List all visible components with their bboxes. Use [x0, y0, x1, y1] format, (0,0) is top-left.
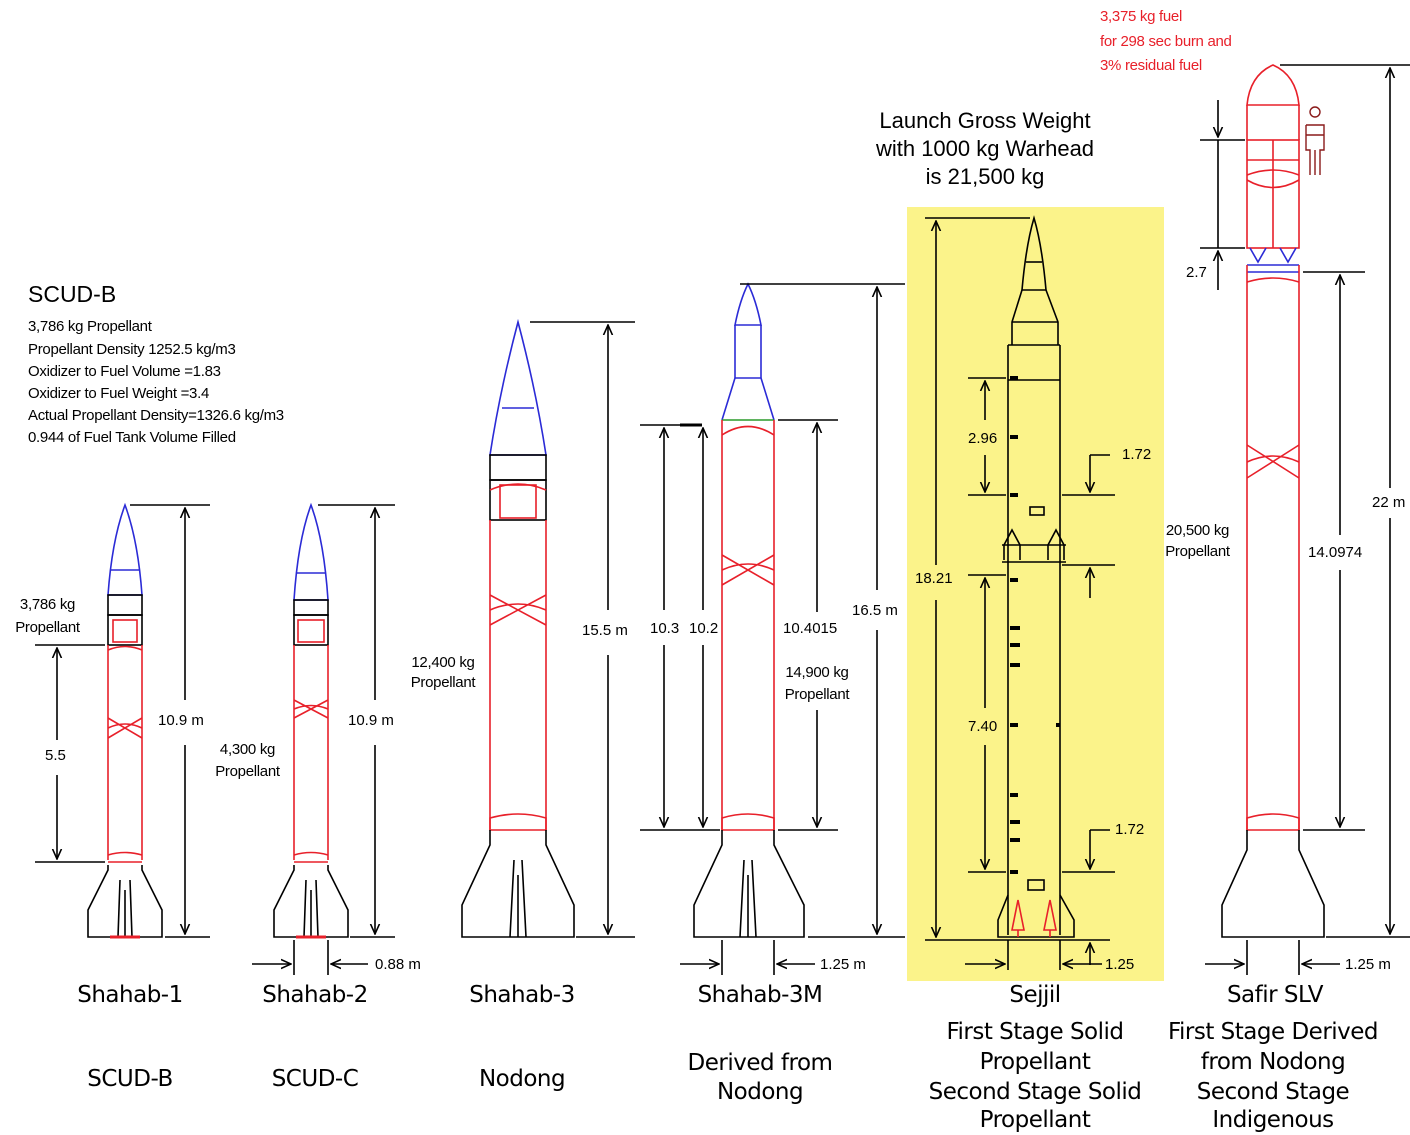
shahab-1-tank-dim: 5.5: [45, 747, 66, 764]
sejjil-highlight-panel: [907, 207, 1164, 981]
scud-b-note-line: Propellant Density 1252.5 kg/m3: [28, 341, 236, 358]
safir-height-dim: 22 m: [1372, 494, 1406, 511]
safir-name: Safir SLV: [1226, 982, 1324, 1008]
shahab-1-origin: SCUD-B: [87, 1066, 173, 1092]
safir-origin: Second Stage: [1196, 1079, 1350, 1105]
shahab-1-height-dim: 10.9 m: [158, 712, 204, 729]
shahab-3-propellant-label: Propellant: [410, 674, 476, 691]
safir-propellant-label: 20,500 kg: [1165, 522, 1230, 539]
sejjil-rocket: [925, 215, 1115, 970]
safir-slv-rocket: [1200, 64, 1410, 975]
sejjil-weight-note-line: Launch Gross Weight: [879, 108, 1091, 133]
scud-b-note-line: Oxidizer to Fuel Weight =3.4: [28, 385, 209, 402]
safir-origin: from Nodong: [1200, 1049, 1346, 1075]
shahab-3m-rocket: [640, 282, 905, 975]
safir-propellant-label: Propellant: [1165, 543, 1230, 560]
shahab-1-propellant-label: 3,786 kg: [19, 596, 76, 613]
scud-b-note-line: 0.944 of Fuel Tank Volume Filled: [28, 429, 236, 446]
scud-b-notes-title: SCUD-B: [28, 281, 117, 307]
shahab-2-diameter-dim: 0.88 m: [375, 956, 421, 973]
shahab-2-height-dim: 10.9 m: [348, 712, 394, 729]
shahab-1-rocket: [35, 502, 210, 939]
scud-b-note-line: Oxidizer to Fuel Volume =1.83: [28, 363, 221, 380]
shahab-3m-origin: Nodong: [716, 1079, 804, 1105]
shahab-3-propellant-label: 12,400 kg: [411, 654, 475, 671]
shahab-3m-diameter-dim: 1.25 m: [820, 956, 866, 973]
sejjil-dim: 1.72: [1115, 821, 1145, 838]
shahab-3-origin: Nodong: [478, 1066, 566, 1092]
shahab-3m-name: Shahab-3M: [697, 982, 823, 1008]
shahab-3-name: Shahab-3: [469, 982, 575, 1008]
sejjil-weight-note-line: with 1000 kg Warhead: [875, 136, 1095, 161]
shahab-1-propellant-label: Propellant: [15, 619, 80, 636]
sejjil-height-dim: 18.21: [915, 570, 953, 587]
sejjil-name: Sejjil: [1009, 982, 1061, 1008]
sejjil-weight-note-line: is 21,500 kg: [925, 164, 1045, 189]
sejjil-origin: Second Stage Solid: [928, 1079, 1142, 1105]
safir-dim: 2.7: [1186, 264, 1207, 281]
shahab-3m-propellant-label: Propellant: [784, 686, 850, 703]
safir-dim: 14.0974: [1308, 544, 1363, 561]
shahab-1-name: Shahab-1: [77, 982, 183, 1008]
sejjil-dim: 2.96: [968, 430, 998, 447]
sejjil-dim: 7.40: [968, 718, 998, 735]
shahab-3-rocket: [461, 318, 635, 938]
sejjil-origin: Propellant: [979, 1107, 1091, 1133]
safir-fuel-note-line: 3% residual fuel: [1100, 57, 1202, 74]
scud-b-note-line: 3,786 kg Propellant: [28, 318, 152, 335]
shahab-3m-dim: 10.2: [689, 620, 719, 637]
shahab-3m-height-dim: 16.5 m: [852, 602, 898, 619]
shahab-2-origin: SCUD-C: [271, 1066, 359, 1092]
shahab-3m-dim: 10.3: [650, 620, 680, 637]
shahab-2-name: Shahab-2: [262, 982, 368, 1008]
shahab-3-height-dim: 15.5 m: [582, 622, 628, 639]
safir-origin: Indigenous: [1212, 1107, 1334, 1133]
safir-fuel-note-line: 3,375 kg fuel: [1100, 8, 1182, 25]
shahab-2-propellant-label: Propellant: [215, 763, 280, 780]
safir-diameter-dim: 1.25 m: [1345, 956, 1391, 973]
shahab-2-propellant-label: 4,300 kg: [219, 741, 276, 758]
shahab-3m-propellant-label: 14,900 kg: [785, 664, 849, 681]
scud-b-note-line: Actual Propellant Density=1326.6 kg/m3: [28, 407, 284, 424]
sejjil-origin: Propellant: [979, 1049, 1091, 1075]
sejjil-origin: First Stage Solid: [946, 1019, 1124, 1045]
shahab-3m-origin: Derived from: [687, 1050, 833, 1076]
safir-origin: First Stage Derived: [1167, 1019, 1379, 1045]
shahab-2-rocket: [252, 502, 395, 975]
sejjil-dim: 1.72: [1122, 446, 1152, 463]
sejjil-diameter-dim: 1.25: [1105, 956, 1135, 973]
safir-fuel-note-line: for 298 sec burn and: [1100, 33, 1232, 50]
shahab-3m-dim: 10.4015: [783, 620, 838, 637]
